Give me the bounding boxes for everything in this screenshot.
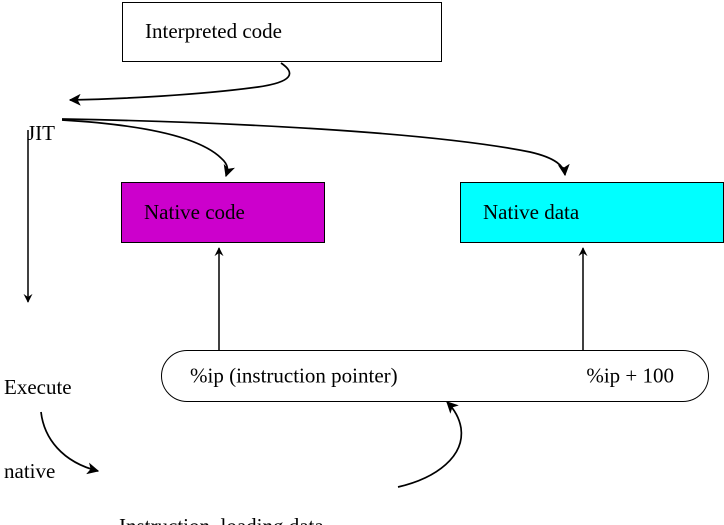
node-jit-label: JIT: [27, 120, 55, 145]
instruction-line-1: Instruction, loading data: [119, 513, 324, 525]
node-jit: JIT: [6, 92, 55, 176]
edge-interpreted-code-to-jit: [68, 62, 291, 106]
edge-jit-to-native-data: [61, 118, 570, 177]
edge-instruction-to-ip: [397, 401, 463, 488]
node-execute-native-instructions: Execute native instructions: [4, 318, 102, 525]
node-native-code[interactable]: Native code: [121, 182, 325, 243]
execute-line-2: native: [4, 458, 56, 483]
ip-register-right-label: %ip + 100: [586, 363, 674, 388]
ip-register-left-label: %ip (instruction pointer): [190, 363, 398, 388]
execute-line-1: Execute: [4, 374, 72, 399]
node-native-data-label: Native data: [483, 199, 580, 224]
node-interpreted-code[interactable]: Interpreted code: [122, 2, 442, 62]
node-native-code-label: Native code: [144, 199, 245, 224]
edge-execute-to-instruction: [40, 411, 100, 475]
edge-jit-to-native-code: [61, 119, 236, 178]
node-instruction: Instruction, loading data movq (100)%ip,…: [119, 457, 324, 525]
node-ip-register[interactable]: %ip (instruction pointer) %ip + 100: [161, 350, 709, 402]
node-native-data[interactable]: Native data: [460, 182, 724, 243]
node-interpreted-code-label: Interpreted code: [145, 19, 283, 44]
